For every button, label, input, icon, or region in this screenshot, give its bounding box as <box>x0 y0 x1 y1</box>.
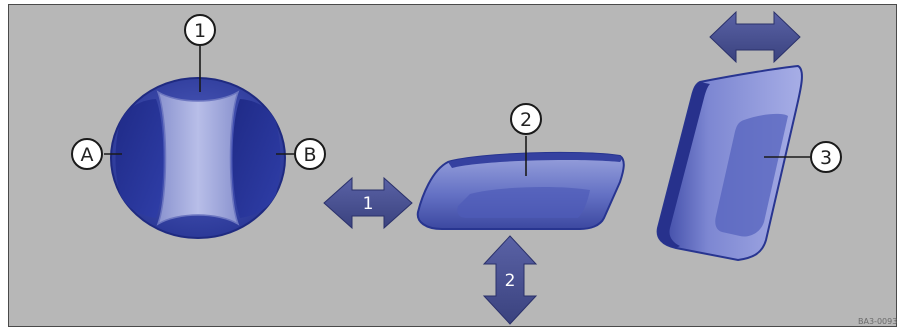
callout-a-label: A <box>81 144 94 166</box>
horizontal-double-arrow: 1 <box>323 176 413 230</box>
callout-3: 3 <box>810 141 842 173</box>
callout-3-label: 3 <box>820 147 832 169</box>
knob-side-b <box>232 99 281 218</box>
callout-2-label: 2 <box>520 109 532 131</box>
callout-2: 2 <box>510 103 542 135</box>
knob-center-grip <box>156 90 240 226</box>
backrest-switch <box>656 64 803 262</box>
backrest-double-arrow <box>709 10 801 64</box>
callout-b: B <box>294 138 326 170</box>
vertical-double-arrow: 2 <box>482 235 538 325</box>
callout-1: 1 <box>184 14 216 46</box>
callout-b-label: B <box>303 144 316 166</box>
backrest-side-edge <box>657 82 710 248</box>
cushion-top-edge <box>448 152 622 168</box>
callout-a: A <box>71 138 103 170</box>
reference-code: BA3-0093 <box>858 317 897 326</box>
horizontal-arrow-label: 1 <box>363 194 374 214</box>
backrest-recess <box>715 113 788 237</box>
rotary-knob <box>110 77 286 239</box>
knob-side-a <box>115 99 164 218</box>
callout-1-label: 1 <box>194 20 206 42</box>
vertical-arrow-label: 2 <box>505 271 516 291</box>
leader-lines <box>104 46 810 176</box>
cushion-recess <box>457 186 590 218</box>
seat-cushion-switch <box>416 151 625 230</box>
